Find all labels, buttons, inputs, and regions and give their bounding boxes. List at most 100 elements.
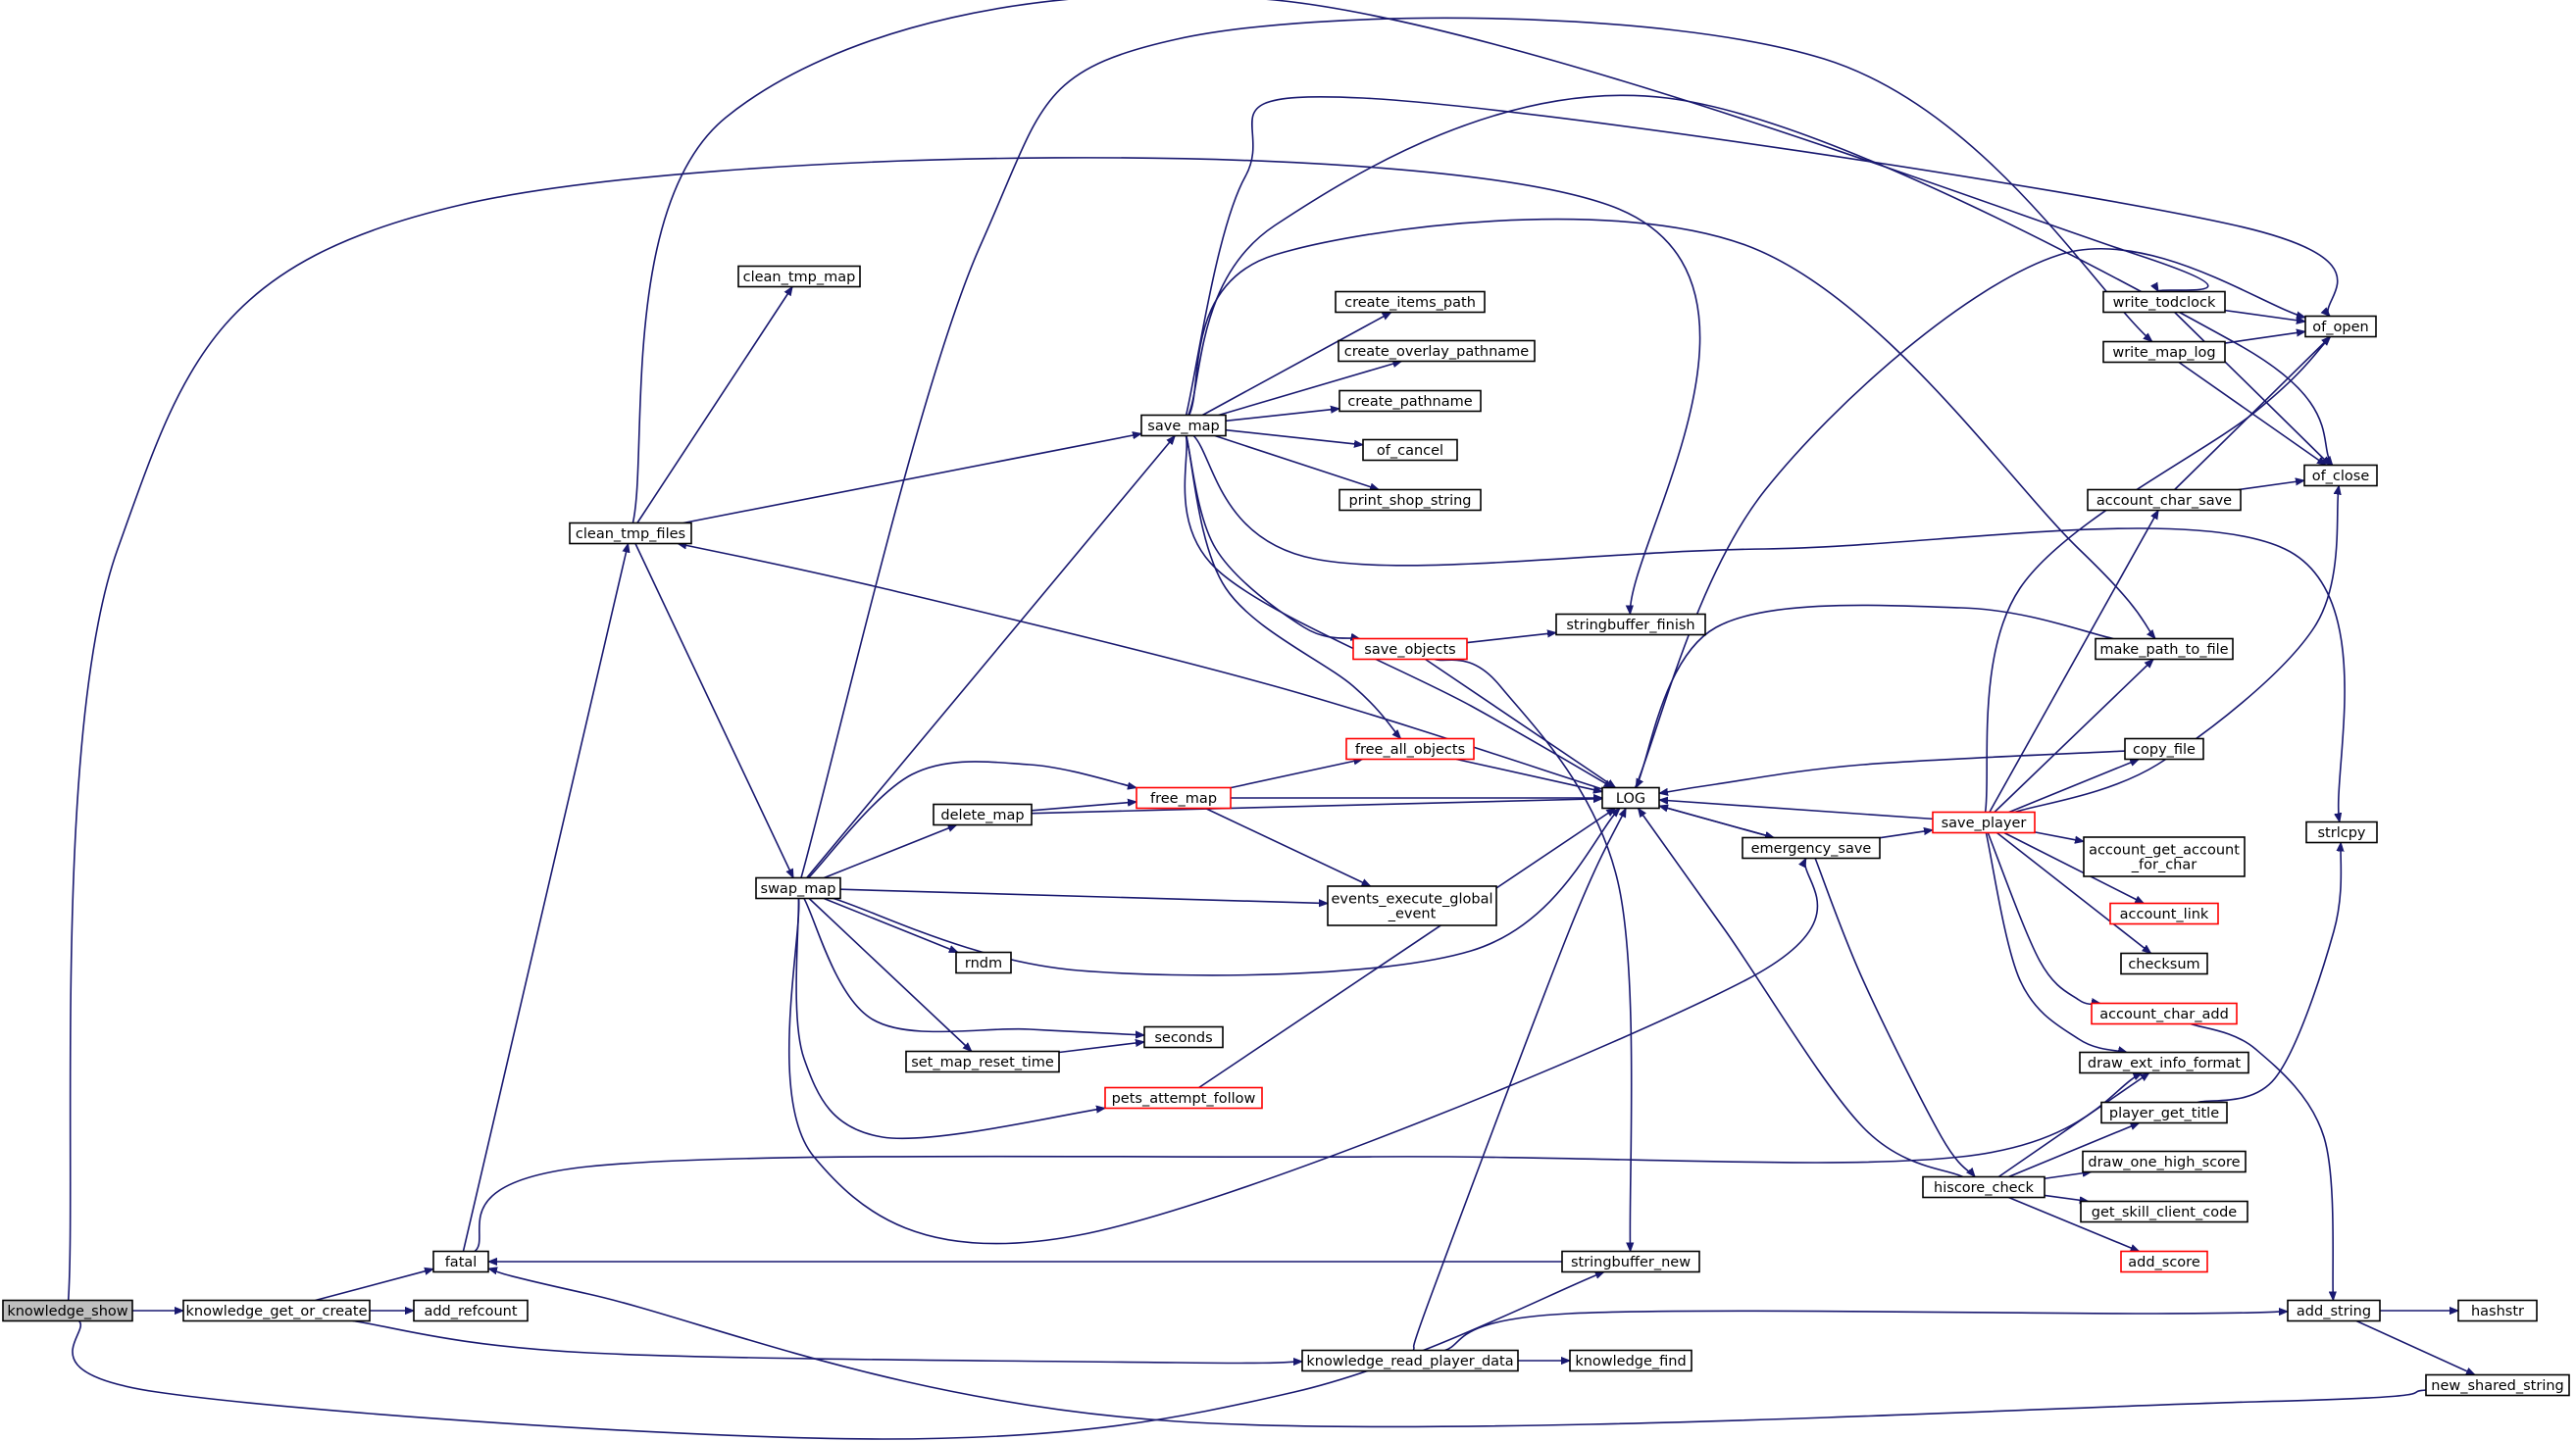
node-label: account_char_add xyxy=(2099,1007,2229,1022)
edge-clean_tmp_files-to-swap_map xyxy=(634,543,794,878)
node-strlcpy[interactable]: strlcpy xyxy=(2305,820,2378,844)
node-pets-attempt-follow[interactable]: pets_attempt_follow xyxy=(1104,1086,1263,1110)
node-LOG[interactable]: LOG xyxy=(1601,786,1660,810)
edge-path xyxy=(462,544,628,1252)
edge-path xyxy=(2238,480,2304,491)
node-create-items-path[interactable]: create_items_path xyxy=(1335,290,1486,314)
node-box xyxy=(2305,820,2378,844)
node-add-string[interactable]: add_string xyxy=(2287,1299,2381,1322)
node-label: strlcpy xyxy=(2318,825,2366,841)
node-stringbuffer-new[interactable]: stringbuffer_new xyxy=(1561,1250,1700,1273)
edge-fatal-to-clean_tmp_files xyxy=(462,544,628,1252)
node-stringbuffer-finish[interactable]: stringbuffer_finish xyxy=(1555,613,1706,636)
node-clean-tmp-files[interactable]: clean_tmp_files xyxy=(569,522,692,545)
node-box xyxy=(755,876,841,900)
node-clean-tmp-map[interactable]: clean_tmp_map xyxy=(737,265,861,288)
edge-path xyxy=(1225,428,1363,445)
node-hiscore-check[interactable]: hiscore_check xyxy=(1922,1175,2046,1199)
edge-save_map-to-create_pathname xyxy=(1225,409,1339,423)
node-save-map[interactable]: save_map xyxy=(1140,414,1227,437)
node-emergency-save[interactable]: emergency_save xyxy=(1742,836,1881,860)
edge-path xyxy=(1984,337,2331,813)
node-events-execute-global-event[interactable]: events_execute_global_event xyxy=(1327,885,1497,926)
edge-swap_map-to-emergency_save xyxy=(787,859,1819,1245)
node-box xyxy=(1345,737,1475,761)
node-of-open[interactable]: of_open xyxy=(2304,315,2377,338)
node-account-get-account-for-char[interactable]: account_get_account_for_char xyxy=(2083,836,2246,877)
node-draw-one-high-score[interactable]: draw_one_high_score xyxy=(2082,1150,2247,1173)
edge-save_player-to-copy_file xyxy=(2008,758,2139,814)
node-box xyxy=(1327,885,1497,926)
node-create-overlay-pathname[interactable]: create_overlay_pathname xyxy=(1338,339,1536,363)
edge-save_objects-to-LOG xyxy=(1425,658,1616,788)
node-label: free_map xyxy=(1150,791,1217,807)
edge-add_string-to-new_shared_string xyxy=(2355,1319,2475,1376)
node-account-char-save[interactable]: account_char_save xyxy=(2087,488,2242,512)
node-create-pathname[interactable]: create_pathname xyxy=(1339,389,1482,413)
node-draw-ext-info-format[interactable]: draw_ext_info_format xyxy=(2079,1051,2249,1074)
node-label: knowledge_read_player_data xyxy=(1306,1354,1513,1369)
node-label: knowledge_find xyxy=(1575,1354,1686,1369)
edge-save_player-to-account_get_account_for_char xyxy=(2034,831,2084,842)
node-label: copy_file xyxy=(2133,742,2196,758)
node-fatal[interactable]: fatal xyxy=(432,1250,489,1273)
node-label: create_items_path xyxy=(1344,295,1476,311)
node-layer: knowledge_show knowledge_get_or_create add… xyxy=(2,265,2570,1397)
edge-path xyxy=(2174,337,2331,491)
node-seconds[interactable]: seconds xyxy=(1143,1025,1224,1049)
node-account-link[interactable]: account_link xyxy=(2109,902,2219,925)
node-label: save_player xyxy=(1942,816,2027,831)
node-free-all-objects[interactable]: free_all_objects xyxy=(1345,737,1475,761)
node-label: account_get_account xyxy=(2089,843,2240,859)
node-add-refcount[interactable]: add_refcount xyxy=(413,1299,529,1322)
node-write-map-log[interactable]: write_map_log xyxy=(2102,340,2226,364)
node-knowledge-read-player-data[interactable]: knowledge_read_player_data xyxy=(1301,1349,1519,1372)
node-label: delete_map xyxy=(940,808,1024,823)
node-print-shop-string[interactable]: print_shop_string xyxy=(1339,488,1482,512)
node-knowledge-find[interactable]: knowledge_find xyxy=(1569,1349,1692,1372)
node-write-todclock[interactable]: write_todclock xyxy=(2102,290,2226,314)
edge-path xyxy=(488,1268,2427,1428)
node-account-char-add[interactable]: account_char_add xyxy=(2091,1002,2238,1025)
edge-account_char_save-to-of_open xyxy=(2174,337,2331,491)
edge-delete_map-to-free_map xyxy=(1031,802,1136,812)
node-of-close[interactable]: of_close xyxy=(2303,464,2378,487)
node-label: account_link xyxy=(2120,907,2209,922)
node-copy-file[interactable]: copy_file xyxy=(2124,737,2204,761)
node-hashstr[interactable]: hashstr xyxy=(2457,1299,2538,1322)
node-label: save_objects xyxy=(1364,642,1455,658)
node-swap-map[interactable]: swap_map xyxy=(755,876,841,900)
edge-path xyxy=(1187,218,2155,639)
node-label: add_string xyxy=(2297,1304,2371,1319)
node-rndm[interactable]: rndm xyxy=(955,951,1012,974)
node-set-map-reset-time[interactable]: set_map_reset_time xyxy=(905,1050,1060,1073)
node-save-player[interactable]: save_player xyxy=(1932,811,2036,834)
node-label: stringbuffer_new xyxy=(1571,1255,1691,1270)
node-label: stringbuffer_finish xyxy=(1566,618,1694,633)
node-knowledge-get-or-create[interactable]: knowledge_get_or_create xyxy=(182,1299,371,1322)
edge-fatal-to-draw_ext_info_format xyxy=(474,1071,2142,1253)
node-label: knowledge_show xyxy=(7,1304,127,1319)
edge-path xyxy=(1185,95,2339,416)
node-add-score[interactable]: add_score xyxy=(2120,1250,2208,1273)
node-save-objects[interactable]: save_objects xyxy=(1352,637,1468,661)
edge-path xyxy=(1635,604,2114,787)
node-get-skill-client-code[interactable]: get_skill_client_code xyxy=(2080,1200,2248,1223)
edge-path xyxy=(2008,1121,2139,1178)
edge-path xyxy=(1230,760,1362,789)
node-knowledge-show[interactable]: knowledge_show xyxy=(2,1299,133,1322)
edge-save_map-to-print_shop_string xyxy=(1214,434,1379,490)
node-label: hiscore_check xyxy=(1934,1180,2034,1196)
node-checksum[interactable]: checksum xyxy=(2120,952,2208,975)
node-player-get-title[interactable]: player_get_title xyxy=(2100,1101,2228,1124)
node-free-map[interactable]: free_map xyxy=(1136,786,1232,810)
node-of-cancel[interactable]: of_cancel xyxy=(1362,438,1458,462)
node-new-shared-string[interactable]: new_shared_string xyxy=(2425,1373,2570,1397)
edge-path xyxy=(1634,248,2305,788)
node-box xyxy=(2079,1051,2249,1074)
node-delete-map[interactable]: delete_map xyxy=(933,803,1033,826)
node-box xyxy=(2,1299,133,1322)
edge-emergency_save-to-save_player xyxy=(1879,830,1933,839)
node-make-path-to-file[interactable]: make_path_to_file xyxy=(2095,637,2234,661)
node-label: create_pathname xyxy=(1347,394,1472,410)
